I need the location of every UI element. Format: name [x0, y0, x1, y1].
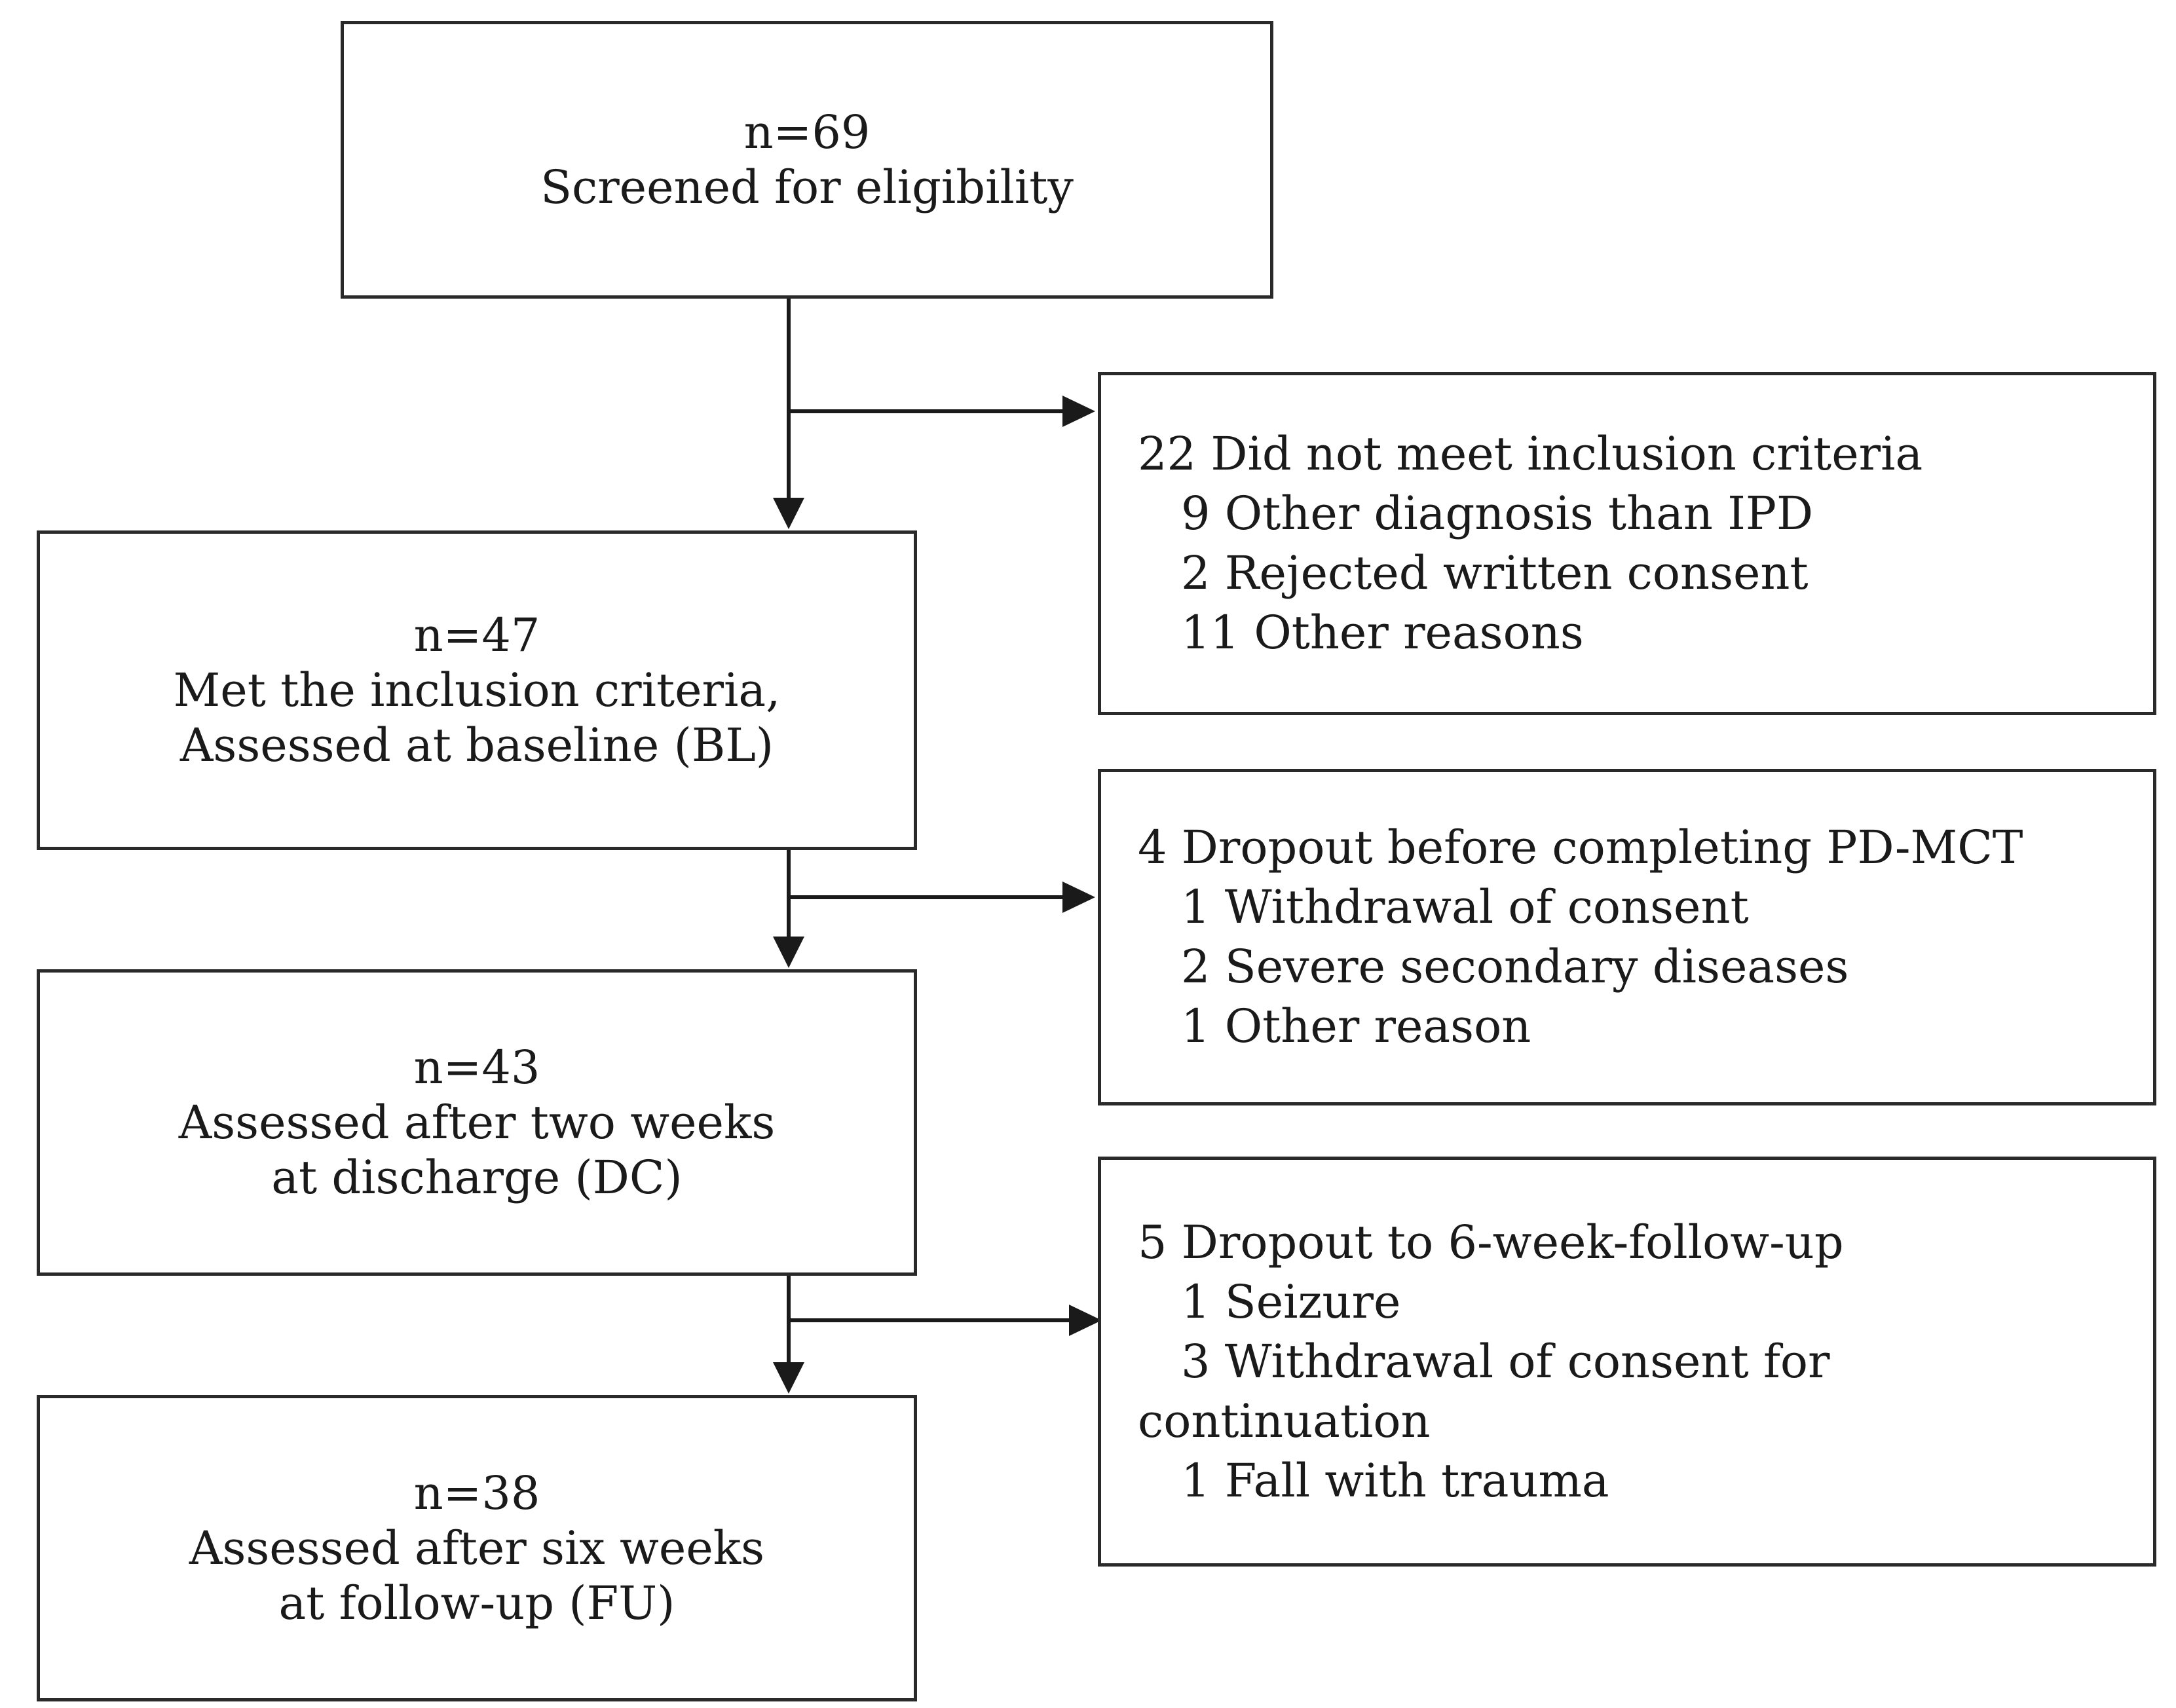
arrowhead-exclusion-followup — [1069, 1305, 1102, 1336]
discharge-box: n=43 Assessed after two weeks at dischar… — [37, 969, 917, 1276]
arrowhead-exclusion-inclusion — [1062, 396, 1095, 427]
exclusion-pdmct-item: 1 Other reason — [1181, 999, 1531, 1053]
followup-box: n=38 Assessed after six weeks at follow-… — [37, 1395, 917, 1701]
discharge-count: n=43 — [413, 1041, 540, 1094]
arrowhead-discharge — [773, 937, 804, 968]
baseline-box: n=47 Met the inclusion criteria, Assesse… — [37, 530, 917, 850]
arrowhead-baseline — [773, 498, 804, 529]
screened-count: n=69 — [743, 105, 871, 159]
exclusion-inclusion-title: 22 Did not meet inclusion criteria — [1138, 427, 1923, 481]
followup-count: n=38 — [413, 1466, 540, 1520]
exclusion-pdmct-box: 4 Dropout before completing PD-MCT 1 Wit… — [1098, 769, 2156, 1105]
exclusion-pdmct-item: 2 Severe secondary diseases — [1181, 940, 1849, 993]
exclusion-followup-item: 1 Seizure — [1181, 1274, 1401, 1329]
exclusion-pdmct-title: 4 Dropout before completing PD-MCT — [1138, 821, 2023, 874]
exclusion-pdmct-item: 1 Withdrawal of consent — [1181, 880, 1749, 934]
exclusion-followup-item-continuation: continuation — [1138, 1394, 1431, 1448]
arrowhead-followup — [773, 1362, 804, 1394]
baseline-line-1: Met the inclusion criteria, — [173, 663, 781, 717]
followup-line-1: Assessed after six weeks — [189, 1521, 765, 1575]
discharge-line-1: Assessed after two weeks — [178, 1096, 776, 1149]
screened-label: Screened for eligibility — [540, 160, 1074, 214]
arrowhead-exclusion-pdmct — [1062, 882, 1095, 913]
exclusion-followup-item: 3 Withdrawal of consent for — [1181, 1334, 1830, 1388]
exclusion-inclusion-item: 11 Other reasons — [1181, 606, 1584, 659]
baseline-line-2: Assessed at baseline (BL) — [179, 718, 774, 772]
screened-box: n=69 Screened for eligibility — [341, 21, 1273, 299]
exclusion-inclusion-box: 22 Did not meet inclusion criteria 9 Oth… — [1098, 372, 2156, 715]
exclusion-inclusion-item: 2 Rejected written consent — [1181, 546, 1809, 600]
exclusion-followup-title: 5 Dropout to 6-week-follow-up — [1138, 1215, 1844, 1269]
followup-line-2: at follow-up (FU) — [278, 1576, 675, 1630]
exclusion-followup-box: 5 Dropout to 6-week-follow-up 1 Seizure … — [1098, 1157, 2156, 1567]
discharge-line-2: at discharge (DC) — [271, 1151, 683, 1204]
exclusion-followup-item: 1 Fall with trauma — [1181, 1453, 1609, 1508]
exclusion-inclusion-item: 9 Other diagnosis than IPD — [1181, 487, 1814, 540]
baseline-count: n=47 — [413, 608, 540, 662]
